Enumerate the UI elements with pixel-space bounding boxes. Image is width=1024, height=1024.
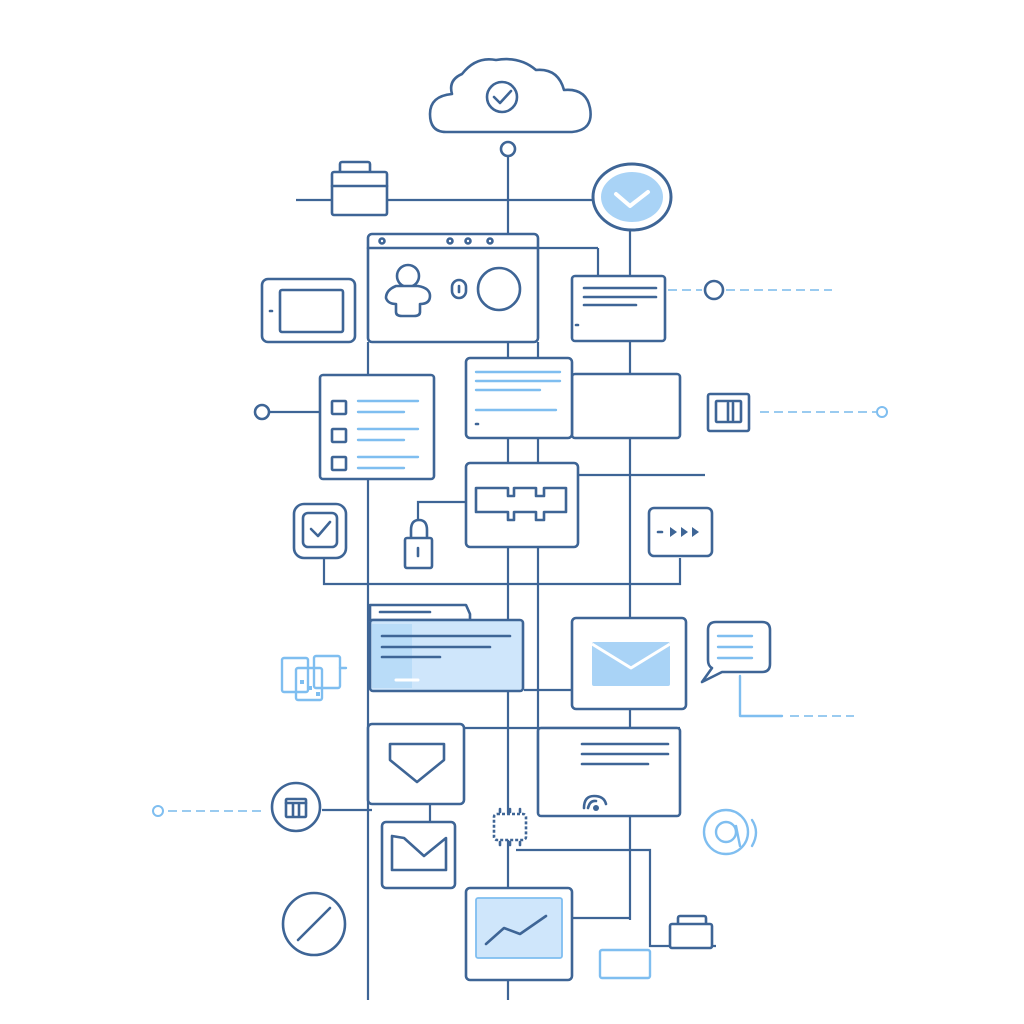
files-stack-icon [280, 654, 348, 702]
folder-tab-icon [368, 603, 525, 693]
toggle-icon [450, 266, 522, 312]
document-panel-icon [570, 274, 667, 343]
microchip-icon [492, 807, 528, 847]
browser-window-icon [366, 232, 540, 344]
wifi-icon [582, 794, 608, 811]
calendar-circle-icon [270, 781, 322, 833]
puzzle-panel-icon [464, 461, 580, 549]
inbox-icon [366, 722, 466, 806]
card-outline-icon [598, 948, 652, 980]
at-sign-icon [702, 808, 758, 856]
chat-bubble-icon [700, 620, 772, 684]
checkmark-badge-icon [591, 162, 673, 232]
pencil-circle-icon [281, 891, 347, 957]
line-chart-monitor-icon [464, 886, 574, 982]
mail-small-icon [380, 820, 457, 890]
play-arrows-icon [647, 506, 714, 558]
calendar-square-icon [706, 392, 751, 433]
check-square-icon [292, 502, 348, 560]
briefcase-icon [668, 914, 714, 950]
list-card-icon [536, 726, 682, 818]
folder-icon [330, 160, 389, 217]
envelope-icon [570, 616, 688, 711]
text-panel-icon [464, 356, 682, 440]
node-dots [152, 140, 888, 817]
dashed-accent-lines [168, 289, 876, 812]
tablet-icon [260, 277, 357, 344]
user-icon [384, 263, 432, 318]
cloud-check-icon [428, 57, 592, 134]
checklist-icon [318, 373, 436, 481]
padlock-icon [403, 518, 434, 570]
